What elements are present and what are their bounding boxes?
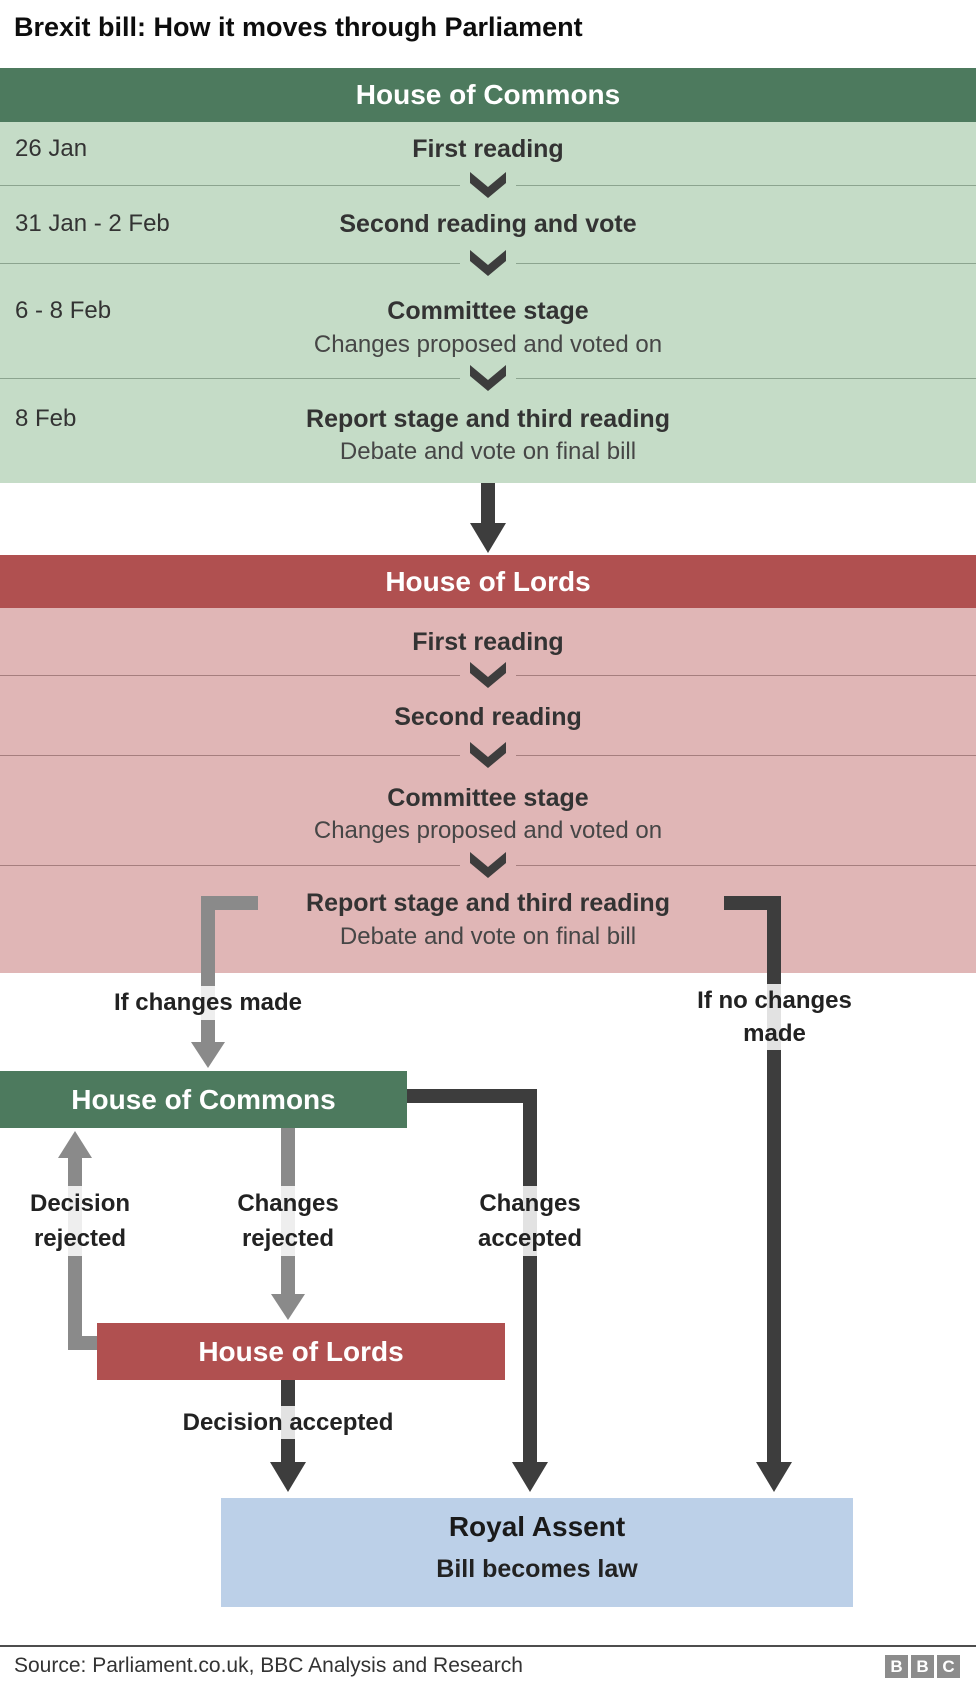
- royal-assent-node: Royal Assent Bill becomes law: [221, 1498, 853, 1607]
- source-credit: Source: Parliament.co.uk, BBC Analysis a…: [14, 1654, 523, 1677]
- chevron-down-icon: [460, 365, 516, 391]
- connector-decision-rejected: [68, 1336, 97, 1350]
- stage-title: Committee stage: [387, 784, 589, 812]
- stage-subtitle: Changes proposed and voted on: [313, 331, 663, 358]
- stage-subtitle: Debate and vote on final bill: [339, 438, 637, 465]
- chevron-down-icon: [460, 172, 516, 198]
- stage-date: 8 Feb: [15, 405, 77, 432]
- royal-assent-title: Royal Assent: [448, 1511, 626, 1542]
- stage-subtitle: Debate and vote on final bill: [339, 923, 637, 950]
- connector-changes-accepted: [407, 1089, 537, 1103]
- royal-assent-subtitle: Bill becomes law: [436, 1555, 638, 1583]
- lords-stage-list: First reading Second reading Committee s…: [0, 608, 976, 973]
- arrow-down-icon: [270, 1462, 306, 1492]
- path-label-line: Changes: [237, 1190, 339, 1217]
- arrow-commons-to-lords: [481, 483, 495, 523]
- connector-if-no-changes: [724, 896, 781, 910]
- arrow-down-icon: [470, 523, 506, 553]
- path-label-line: rejected: [33, 1225, 127, 1252]
- lords-return-node: House of Lords: [97, 1323, 505, 1380]
- arrow-down-icon: [191, 1042, 225, 1068]
- stage-title: First reading: [412, 135, 564, 163]
- bbc-logo-block: B: [911, 1655, 934, 1678]
- path-label-decision-rejected: Decision rejected: [0, 1186, 160, 1256]
- connector-if-changes: [201, 896, 258, 910]
- bbc-logo: B B C: [885, 1655, 960, 1678]
- path-label-decision-accepted: Decision accepted: [158, 1406, 418, 1439]
- stage-title: Report stage and third reading: [306, 889, 670, 917]
- connector-changes-accepted: [523, 1089, 537, 1462]
- chevron-down-icon: [460, 662, 516, 688]
- bbc-logo-block: B: [885, 1655, 908, 1678]
- arrow-down-icon: [271, 1294, 305, 1320]
- branch-label-if-changes: If changes made: [92, 986, 324, 1020]
- path-label-changes-accepted: Changes accepted: [450, 1186, 610, 1256]
- path-label-line: Changes: [479, 1190, 581, 1217]
- stage-subtitle: Changes proposed and voted on: [313, 817, 663, 844]
- path-label-line: Decision: [29, 1190, 131, 1217]
- chevron-down-icon: [460, 852, 516, 878]
- page-title: Brexit bill: How it moves through Parlia…: [14, 12, 583, 42]
- stage-date: 26 Jan: [15, 135, 88, 162]
- arrow-down-icon: [756, 1462, 792, 1492]
- footer-divider: [0, 1645, 976, 1647]
- path-label-line: accepted: [477, 1225, 583, 1252]
- branch-label-line: If no changes: [697, 987, 852, 1014]
- connector-if-no-changes: [767, 896, 781, 1462]
- arrow-down-icon: [512, 1462, 548, 1492]
- stage-date: 6 - 8 Feb: [15, 297, 112, 324]
- chevron-down-icon: [460, 250, 516, 276]
- stage-title: Second reading and vote: [339, 210, 637, 238]
- commons-stage-list: 26 Jan First reading 31 Jan - 2 Feb Seco…: [0, 122, 976, 483]
- stage-title: Committee stage: [387, 297, 589, 325]
- path-label-changes-rejected: Changes rejected: [208, 1186, 368, 1256]
- commons-header: House of Commons: [0, 68, 976, 122]
- connector-if-changes: [201, 896, 215, 1042]
- bbc-logo-block: C: [937, 1655, 960, 1678]
- stage-title: Report stage and third reading: [306, 405, 670, 433]
- stage-title: Second reading: [394, 703, 582, 731]
- path-label-line: rejected: [241, 1225, 335, 1252]
- branch-label-if-no-changes: If no changes made: [662, 984, 887, 1050]
- arrow-up-icon: [58, 1131, 92, 1158]
- stage-date: 31 Jan - 2 Feb: [15, 210, 170, 237]
- chevron-down-icon: [460, 742, 516, 768]
- lords-header: House of Lords: [0, 555, 976, 609]
- commons-return-node: House of Commons: [0, 1071, 407, 1128]
- branch-label-line: made: [743, 1020, 806, 1047]
- stage-title: First reading: [412, 628, 564, 656]
